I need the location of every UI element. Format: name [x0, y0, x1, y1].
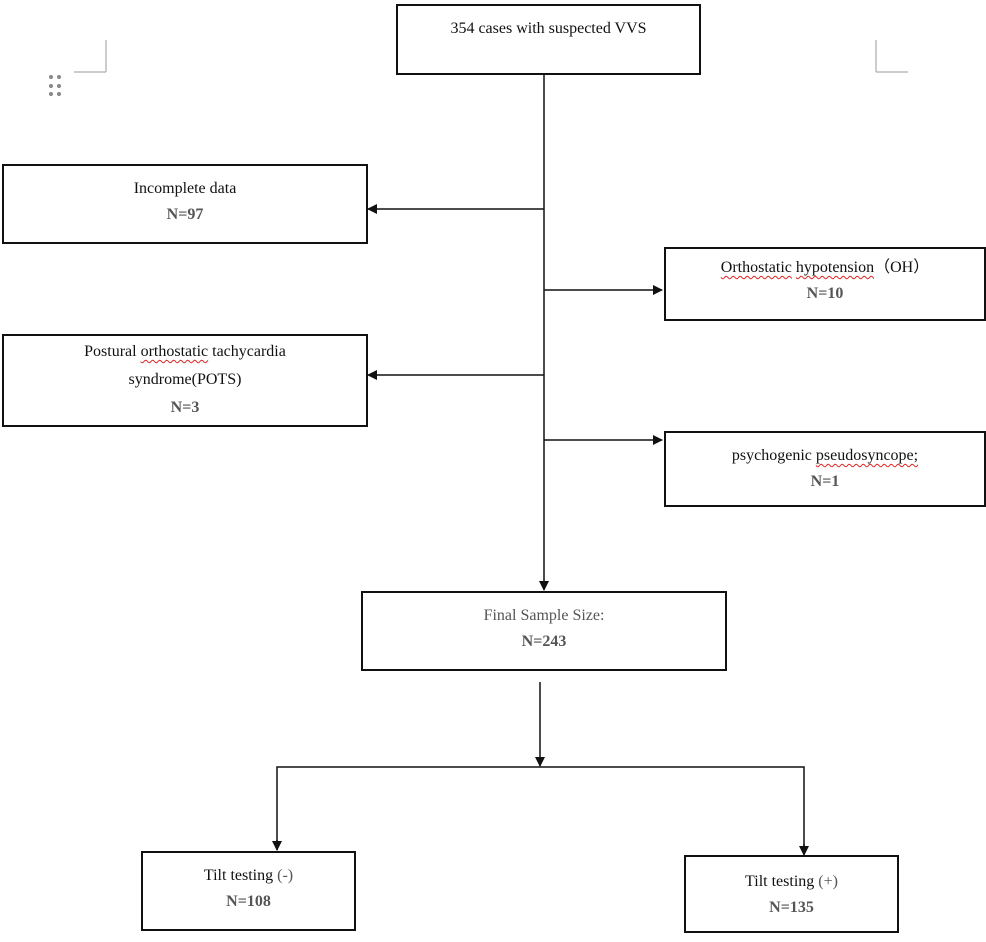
tilt-pos-label: Tilt testing — [745, 873, 815, 890]
node-tilt-negative: Tilt testing (-) N=108 — [141, 851, 356, 931]
incomplete-n: N=97 — [166, 206, 204, 223]
final-label: Final Sample Size: — [483, 607, 605, 624]
pots-label-c: tachycardia — [212, 343, 286, 360]
tilt-neg-label: Tilt testing — [203, 867, 274, 884]
split-line — [276, 766, 805, 854]
pots-label-b: orthostatic — [140, 343, 209, 360]
final-n: N=243 — [521, 633, 567, 650]
node-pots: Postural orthostatic tachycardia syndrom… — [2, 334, 368, 427]
node-oh: Orthostatic hypotension（OH） N=10 — [664, 247, 986, 321]
psych-label-a: psychogenic — [731, 447, 812, 464]
pots-label-d: syndrome(POTS) — [128, 371, 242, 388]
node-start: 354 cases with suspected VVS — [396, 4, 701, 75]
node-final: Final Sample Size: N=243 — [361, 591, 727, 671]
pots-n: N=3 — [170, 399, 200, 416]
pots-label-a: Postural — [84, 343, 137, 360]
oh-n: N=10 — [806, 285, 844, 302]
oh-label-c: （OH） — [874, 259, 930, 276]
node-incomplete: Incomplete data N=97 — [2, 164, 368, 244]
psych-n: N=1 — [810, 473, 840, 490]
tilt-pos-sign: (+) — [818, 873, 838, 890]
node-psych: psychogenic pseudosyncope; N=1 — [664, 431, 986, 507]
tilt-pos-n: N=135 — [769, 899, 814, 916]
drag-handle-icon — [49, 75, 61, 96]
node-tilt-positive: Tilt testing (+) N=135 — [684, 855, 899, 933]
tilt-neg-n: N=108 — [226, 893, 271, 910]
start-label: 354 cases with suspected VVS — [450, 20, 647, 37]
incomplete-label: Incomplete data — [133, 180, 237, 197]
psych-label-b: pseudosyncope; — [815, 447, 919, 464]
tilt-neg-sign: (-) — [277, 867, 294, 884]
oh-label-a: Orthostatic — [720, 259, 792, 276]
oh-label-b: hypotension — [795, 259, 875, 276]
